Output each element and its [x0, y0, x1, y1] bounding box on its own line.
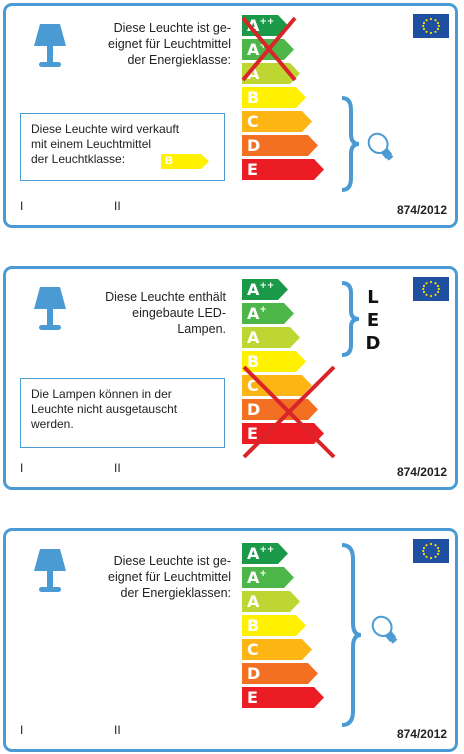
energy-class-letter: E: [247, 424, 258, 443]
led-letter-l: L: [367, 287, 379, 308]
roman-i: I: [20, 199, 24, 213]
energy-class-arrow-b: B: [242, 351, 307, 372]
energy-class-arrow-e: E: [242, 687, 325, 708]
lamp-icon: [34, 24, 66, 67]
energy-label-card-2: Diese Leuchte enthält eingebaute LED- La…: [3, 266, 458, 490]
roman-i: I: [20, 723, 24, 737]
energy-class-letter: A: [247, 328, 260, 347]
regulation-number: 874/2012: [396, 465, 447, 479]
regulation-number: 874/2012: [396, 203, 447, 217]
eu-flag-icon: [413, 14, 449, 38]
light-bulb-icon: [367, 132, 394, 161]
light-bulb-icon: [371, 615, 398, 644]
range-brace: [341, 543, 362, 727]
energy-class-letter: B: [247, 616, 260, 635]
range-brace: [341, 96, 360, 192]
energy-class-letter: A++: [247, 280, 275, 299]
energy-class-arrow-a: A: [242, 327, 301, 348]
energy-class-arrow-d: D: [242, 663, 319, 684]
energy-class-letter: B: [247, 88, 260, 107]
included-lamp-class-badge: B: [161, 154, 209, 169]
lamp-icon: [34, 287, 66, 330]
eu-flag-icon: [413, 277, 449, 301]
led-letter-d: D: [365, 333, 381, 354]
range-brace: [341, 281, 360, 357]
energy-class-arrow-d: D: [242, 135, 319, 156]
roman-ii: II: [114, 199, 121, 213]
energy-class-arrow-a-plus: A+: [242, 303, 295, 324]
energy-class-letter: A++: [247, 544, 275, 563]
excluded-classes-cross: [242, 365, 336, 459]
energy-class-letter: C: [247, 376, 259, 395]
energy-class-letter: E: [247, 160, 258, 179]
energy-class-letter: C: [247, 112, 259, 131]
energy-class-letter: B: [247, 352, 260, 371]
energy-class-letter: A+: [247, 40, 267, 59]
energy-class-arrow-a: A: [242, 591, 301, 612]
energy-class-arrow-e: E: [242, 159, 325, 180]
energy-class-letter: D: [247, 400, 261, 419]
regulation-number: 874/2012: [396, 727, 447, 741]
description-text: Diese Leuchte ist ge- eignet für Leuchtm…: [108, 554, 231, 600]
energy-class-letter: A+: [247, 304, 267, 323]
energy-label-card-3: Diese Leuchte ist ge- eignet für Leuchtm…: [3, 528, 458, 752]
energy-class-arrow-b: B: [242, 87, 307, 108]
energy-class-arrow-a-plus-plus: A++: [242, 279, 289, 300]
energy-class-letter: E: [247, 688, 258, 707]
energy-class-arrow-a-plus-plus: A++: [242, 543, 289, 564]
energy-class-letter: A: [247, 592, 260, 611]
energy-class-arrow-a-plus: A+: [242, 567, 295, 588]
energy-class-letter: D: [247, 136, 261, 155]
sold-with-info-box: Diese Leuchte wird verkauft mit einem Le…: [20, 113, 225, 181]
non-replaceable-info-box: Die Lampen können in der Leuchte nicht a…: [20, 378, 225, 448]
energy-class-letter: C: [247, 640, 259, 659]
roman-ii: II: [114, 723, 121, 737]
energy-class-letter: A++: [247, 16, 275, 35]
lamp-icon: [34, 549, 66, 592]
energy-class-letter: A+: [247, 568, 267, 587]
excluded-classes-cross: [241, 16, 297, 82]
energy-class-letter: D: [247, 664, 261, 683]
energy-label-card-1: Diese Leuchte ist ge- eignet für Leuchtm…: [3, 3, 458, 228]
description-text: Diese Leuchte ist ge- eignet für Leuchtm…: [108, 21, 231, 67]
energy-class-arrow-c: C: [242, 111, 313, 132]
roman-i: I: [20, 461, 24, 475]
description-text: Diese Leuchte enthält eingebaute LED- La…: [105, 290, 226, 336]
roman-ii: II: [114, 461, 121, 475]
energy-class-arrow-c: C: [242, 639, 313, 660]
energy-class-arrow-b: B: [242, 615, 307, 636]
eu-flag-icon: [413, 539, 449, 563]
led-letter-e: E: [366, 310, 380, 331]
